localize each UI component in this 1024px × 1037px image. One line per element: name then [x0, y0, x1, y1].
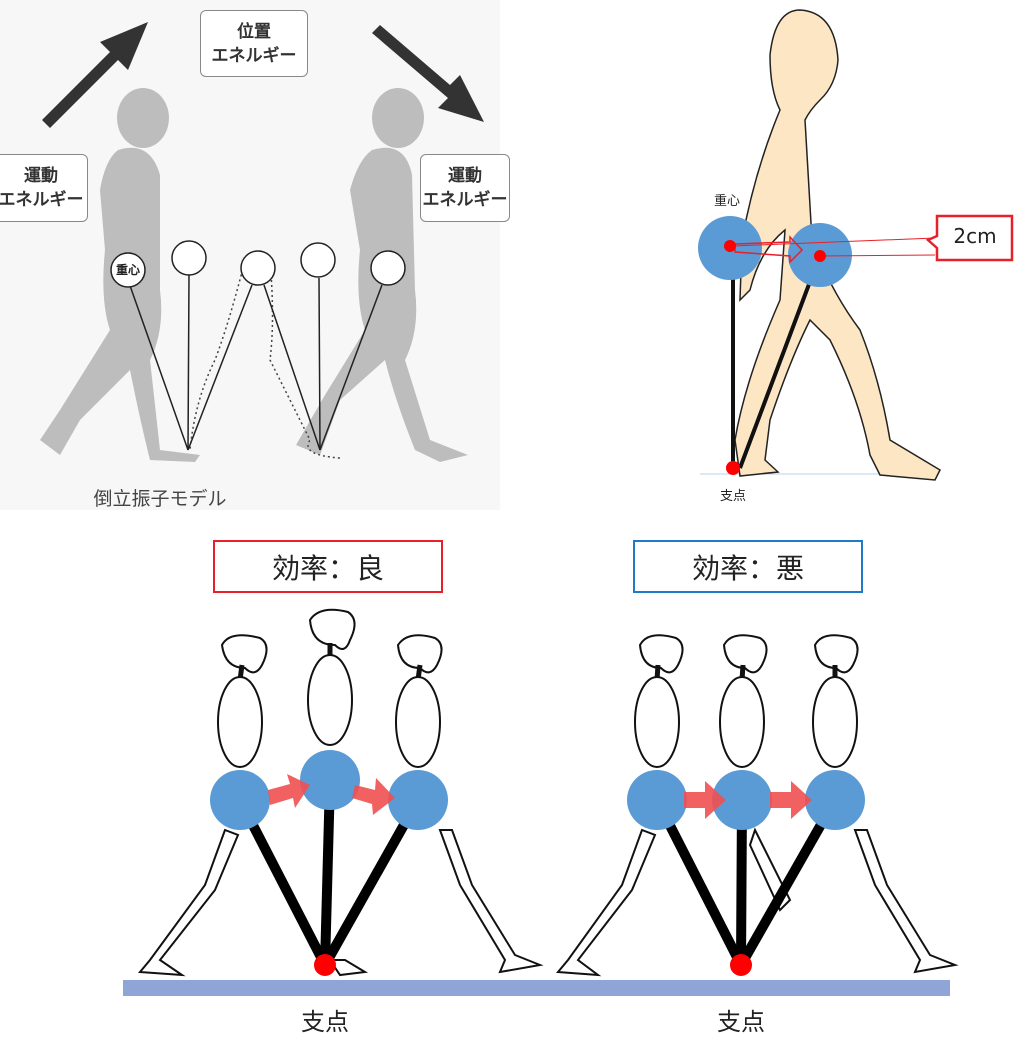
com-circles — [110, 240, 406, 288]
top-left-figure — [0, 0, 500, 510]
bottom-left-figures — [137, 608, 544, 977]
bottom-right-figures — [555, 634, 959, 977]
pivot-label: 支点 — [719, 489, 746, 504]
kinetic-energy-label-right: 運動エネルギー — [420, 154, 510, 222]
pivot-label: 支点 — [717, 1008, 765, 1036]
potential-energy-label: 位置エネルギー — [200, 10, 308, 77]
down-arrow-icon — [372, 25, 484, 122]
walker-silhouette-right — [296, 88, 468, 462]
pivot-label: 支点 — [301, 1008, 349, 1036]
up-arrow-icon — [42, 22, 148, 128]
arrow-right-icon — [352, 778, 395, 815]
label-line: 運動 — [448, 166, 482, 186]
label-line: 運動 — [24, 166, 58, 186]
kinetic-energy-label-left: 運動エネルギー — [0, 154, 88, 222]
efficiency-good-title: 効率：良 — [213, 540, 443, 593]
arrow-right-icon — [770, 781, 812, 819]
pivot-dot — [726, 461, 740, 475]
caption: 倒立振子モデル — [93, 488, 227, 510]
label-line: エネルギー — [0, 190, 84, 210]
label-line: エネルギー — [422, 190, 508, 210]
body-outline — [734, 9, 941, 481]
ground-bar — [123, 980, 950, 996]
pendulum-lines — [127, 274, 383, 451]
arrow-right-icon — [684, 781, 726, 819]
walker-silhouette-left — [40, 88, 200, 462]
efficiency-bad-title: 効率：悪 — [633, 540, 863, 593]
displacement-label: 2cm — [953, 224, 997, 248]
com-label: 重心 — [713, 194, 740, 209]
label-line: エネルギー — [211, 45, 297, 66]
arrow-right-icon — [268, 774, 310, 808]
callout-box — [925, 214, 1014, 262]
label-line: 位置 — [237, 21, 271, 42]
top-right-figure — [698, 9, 1014, 481]
com-label: 重心 — [115, 263, 140, 277]
